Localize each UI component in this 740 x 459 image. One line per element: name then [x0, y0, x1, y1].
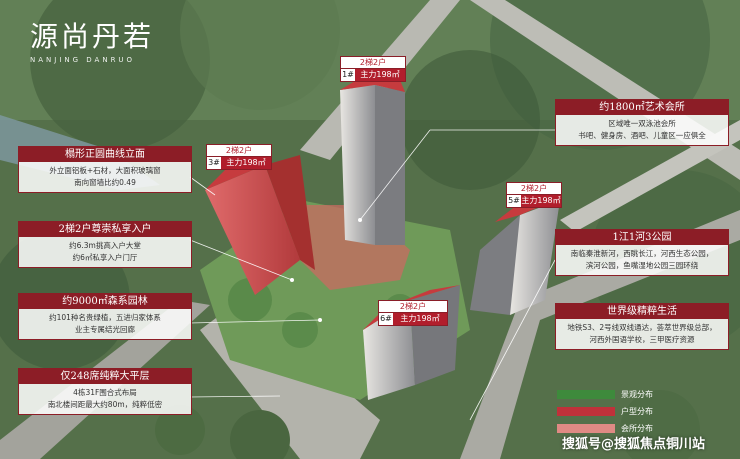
- building-tag-1: 2梯2户 1#主力198㎡: [340, 56, 406, 82]
- legend-item-units: 户型分布: [557, 403, 653, 420]
- building-units: 2梯2户: [207, 145, 271, 157]
- feature-panel-parks: 1江1河3公园 南临秦淮新河，西眺长江，河西生态公园， 滨河公园，鱼嘴湿地公园三…: [555, 229, 729, 276]
- panel-title: 1江1河3公园: [556, 230, 728, 245]
- brand-name-cn: 源尚丹若: [30, 20, 155, 53]
- panel-line: 业主专属结光回廊: [75, 325, 135, 334]
- building-number: 5#: [508, 196, 520, 205]
- panel-line: 南北楼间距最大约80m，纯粹低密: [47, 400, 163, 409]
- panel-line: 外立面铝板+石材，大面积玻璃窗: [49, 166, 161, 175]
- building-tag-3: 2梯2户 3#主力198㎡: [206, 144, 272, 170]
- panel-line: 书吧、健身房、酒吧、儿童区一应俱全: [578, 131, 706, 140]
- feature-panel-facade: 榻形正圆曲线立面 外立面铝板+石材，大面积玻璃窗 南向窗墙比约0.49: [18, 146, 192, 193]
- panel-title: 世界级精粹生活: [556, 304, 728, 319]
- watermark: 搜狐号@搜狐焦点铜川站: [562, 437, 706, 452]
- feature-panel-garden: 约9000㎡森系园林 约101种名贵绿植，五进归家体系 业主专属结光回廊: [18, 293, 192, 340]
- building-units: 2梯2户: [507, 183, 561, 195]
- panel-title: 仅248席纯粹大平层: [19, 369, 191, 384]
- legend-swatch: [557, 390, 615, 399]
- panel-line: 滨河公园，鱼嘴湿地公园三园环绕: [585, 261, 699, 270]
- panel-line: 南临秦淮新河，西眺长江，河西生态公园，: [570, 249, 714, 258]
- map-legend: 景观分布 户型分布 会所分布: [557, 386, 653, 437]
- building-number: 6#: [380, 314, 392, 323]
- legend-swatch: [557, 407, 615, 416]
- building-units: 2梯2户: [379, 301, 447, 313]
- legend-label: 户型分布: [621, 407, 653, 416]
- building-area: 主力198㎡: [355, 69, 405, 81]
- panel-line: 地铁S3、2号线双线通达，荟萃世界级总部，: [567, 323, 717, 332]
- panel-title: 约1800㎡艺术会所: [556, 100, 728, 115]
- panel-line: 河西外国语学校，三甲医疗资源: [589, 335, 695, 344]
- building-units: 2梯2户: [341, 57, 405, 69]
- building-tag-6: 2梯2户 6#主力198㎡: [378, 300, 448, 326]
- feature-panel-entrance: 2梯2户尊崇私享入户 约6.3m挑高入户大堂 约6㎡私享入户门厅: [18, 221, 192, 268]
- building-number: 3#: [208, 158, 220, 167]
- building-tag-5: 2梯2户 5#主力198㎡: [506, 182, 562, 208]
- building-area: 主力198㎡: [221, 157, 271, 169]
- panel-title: 2梯2户尊崇私享入户: [19, 222, 191, 237]
- brand-logo: 源尚丹若 NANJING DANRUO: [30, 20, 154, 64]
- legend-label: 会所分布: [621, 424, 653, 433]
- panel-title: 约9000㎡森系园林: [19, 294, 191, 309]
- feature-panel-clubhouse: 约1800㎡艺术会所 区域唯一双泳池会所 书吧、健身房、酒吧、儿童区一应俱全: [555, 99, 729, 146]
- feature-panel-units: 仅248席纯粹大平层 4栋31F围合式布局 南北楼间距最大约80m，纯粹低密: [18, 368, 192, 415]
- panel-line: 约101种名贵绿植，五进归家体系: [49, 313, 161, 322]
- brand-name-en: NANJING DANRUO: [30, 56, 136, 64]
- building-area: 主力198㎡: [521, 195, 561, 207]
- panel-line: 4栋31F围合式布局: [73, 388, 137, 397]
- panel-line: 南向窗墙比约0.49: [74, 178, 136, 187]
- panel-line: 区域唯一双泳池会所: [608, 119, 676, 128]
- building-area: 主力198㎡: [393, 313, 447, 325]
- legend-item-clubhouse: 会所分布: [557, 420, 653, 437]
- feature-panel-lifestyle: 世界级精粹生活 地铁S3、2号线双线通达，荟萃世界级总部， 河西外国语学校，三甲…: [555, 303, 729, 350]
- panel-line: 约6㎡私享入户门厅: [72, 253, 138, 262]
- panel-title: 榻形正圆曲线立面: [19, 147, 191, 162]
- legend-label: 景观分布: [621, 390, 653, 399]
- legend-item-landscape: 景观分布: [557, 386, 653, 403]
- panel-line: 约6.3m挑高入户大堂: [69, 241, 141, 250]
- legend-swatch: [557, 424, 615, 433]
- building-number: 1#: [342, 70, 354, 79]
